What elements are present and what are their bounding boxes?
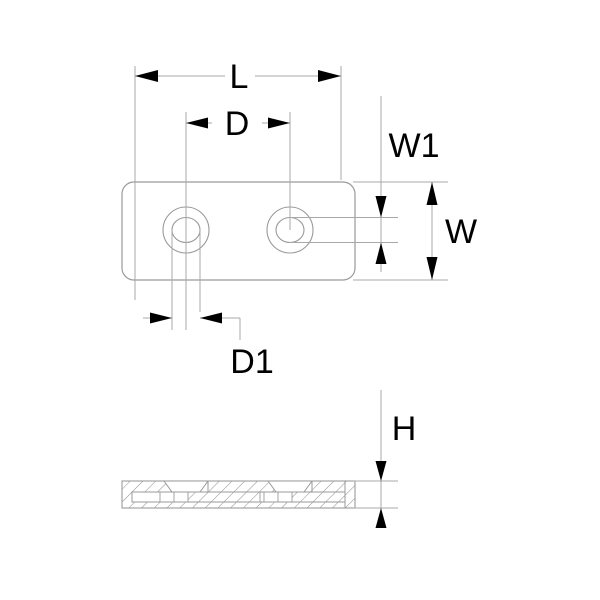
extension-lines <box>134 66 448 340</box>
arrowhead-W-bottom <box>426 257 438 280</box>
section-recess-ticks <box>159 492 279 502</box>
arrowhead-D-right <box>268 117 290 129</box>
countersink-cavity-right <box>267 480 313 493</box>
arrowhead-L-right <box>318 70 341 82</box>
arrowhead-H-top <box>375 461 387 481</box>
arrowhead-H-bottom <box>375 508 387 528</box>
dimension-D: D <box>186 105 290 143</box>
dimension-W: W <box>426 182 477 280</box>
dimension-label-D1: D1 <box>230 343 273 381</box>
dimension-label-W1: W1 <box>389 127 440 165</box>
dimension-label-L: L <box>230 58 249 96</box>
section-view <box>121 480 356 509</box>
arrowhead-D1-right <box>200 312 222 324</box>
dimension-D1: D1 <box>150 312 274 381</box>
dimension-label-D: D <box>225 105 250 143</box>
plate-outline <box>121 181 356 281</box>
arrowhead-W1-bottom <box>375 242 387 264</box>
top-view-plate <box>121 181 356 281</box>
section-rib-right <box>291 491 346 503</box>
arrowhead-L-left <box>135 70 158 82</box>
section-rib-middle <box>187 491 261 503</box>
dimension-H: H <box>353 390 416 528</box>
dimension-label-H: H <box>392 410 417 448</box>
dimension-W1: W1 <box>375 127 440 264</box>
dimension-L: L <box>135 58 341 96</box>
arrowhead-W1-top <box>375 196 387 218</box>
arrowhead-D-left <box>186 117 208 129</box>
dimension-label-W: W <box>445 213 477 251</box>
countersink-cavity-left <box>163 480 209 493</box>
arrowhead-W-top <box>426 182 438 205</box>
section-zone-dividers <box>207 481 346 508</box>
arrowhead-D1-left <box>150 312 172 324</box>
